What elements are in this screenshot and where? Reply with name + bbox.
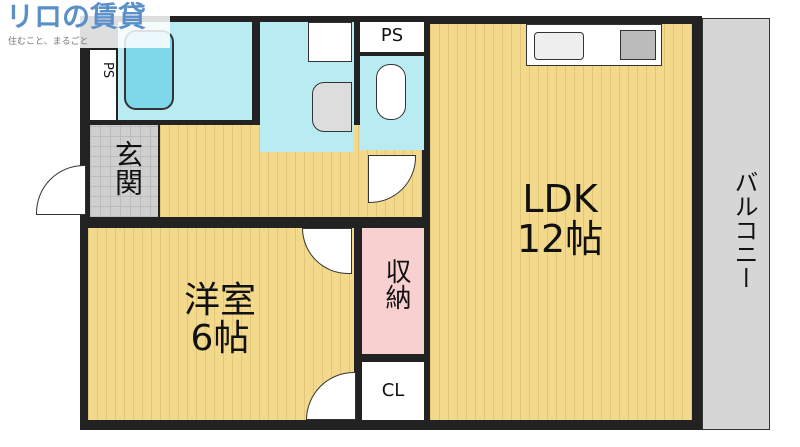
toilet-icon bbox=[376, 64, 406, 120]
balcony bbox=[702, 18, 770, 430]
balcony-label: バルコニー bbox=[730, 170, 758, 290]
storage bbox=[362, 228, 424, 354]
closet-label: CL bbox=[381, 380, 405, 401]
ldk-room bbox=[430, 24, 692, 420]
entrance-label: 玄関 bbox=[111, 140, 144, 196]
washing-machine-icon bbox=[308, 22, 352, 62]
stove-icon bbox=[620, 30, 656, 60]
western-room bbox=[88, 228, 354, 420]
closet bbox=[362, 362, 424, 420]
ps-left-label: PS bbox=[100, 62, 115, 79]
ps-top-label: PS bbox=[380, 25, 404, 46]
ps-top bbox=[360, 22, 424, 52]
sink-icon bbox=[534, 32, 584, 60]
washbasin-icon bbox=[312, 82, 352, 132]
entrance bbox=[90, 125, 158, 217]
logo: リロの賃貸 住むこと、まるごと bbox=[0, 0, 170, 48]
entrance-door bbox=[36, 165, 86, 215]
storage-label: 収納 bbox=[381, 258, 411, 310]
ps-left bbox=[90, 50, 116, 120]
